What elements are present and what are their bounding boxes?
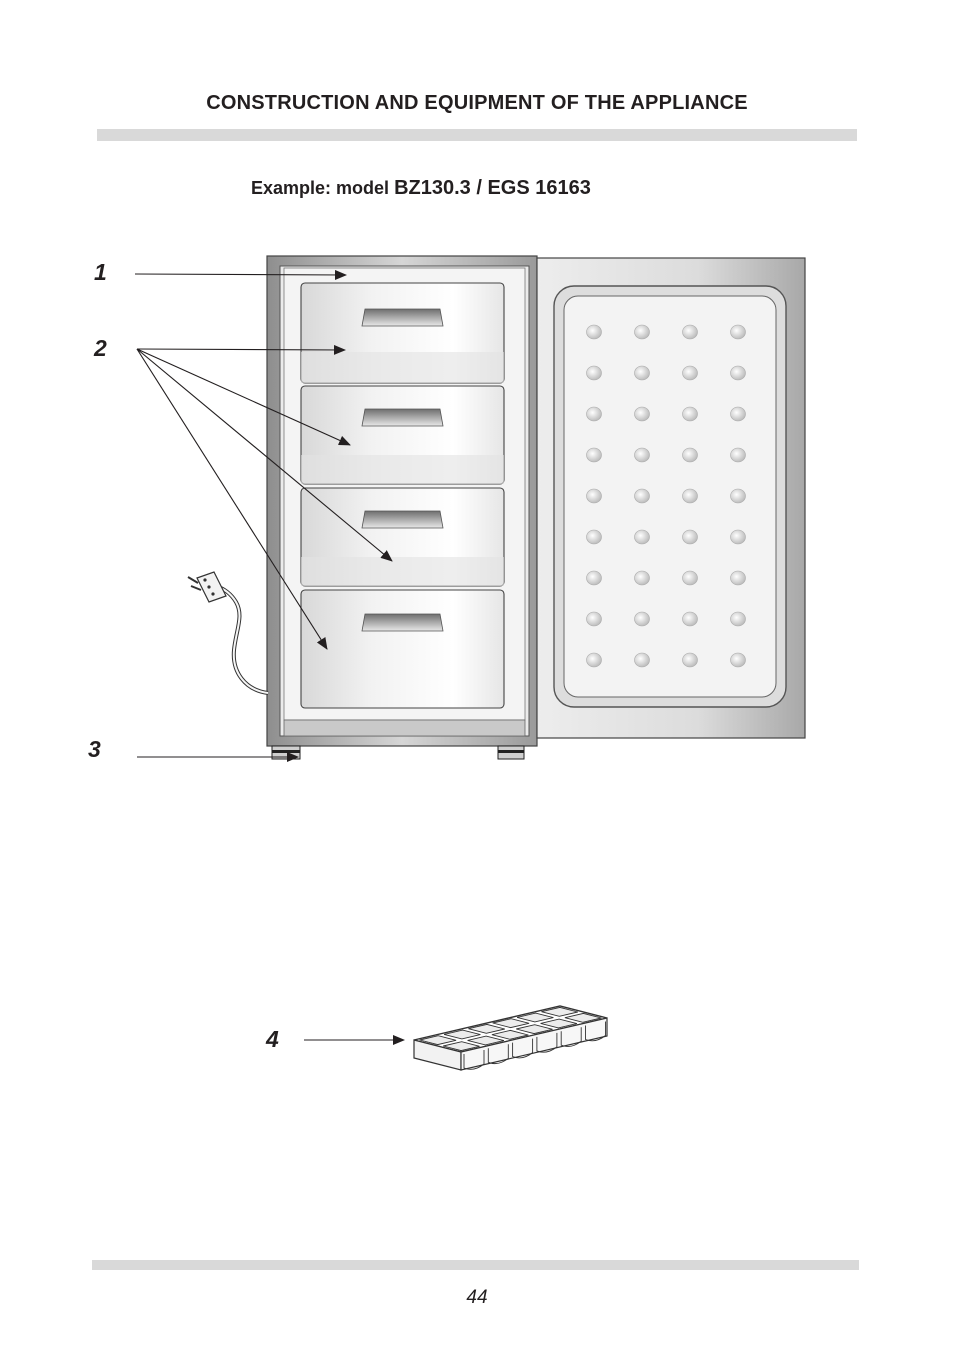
figure-caption: Example: model BZ130.3 / EGS 16163 [251,177,591,200]
door-dimple [586,406,602,422]
tray-cell [564,1012,602,1023]
caption-prefix: Example: model [251,178,390,198]
door-dimple [586,488,602,504]
door-dimple [682,365,698,381]
tray-cell [516,1024,553,1035]
door-dimple [682,406,698,422]
door-dimple [586,447,602,463]
door-dimple [634,488,650,504]
door-dimple [634,406,650,422]
door-dimple [634,529,650,545]
tray-cell-front [585,1021,606,1042]
door-dimple [634,365,650,381]
tray-cell-front [487,1044,509,1065]
door-dimple [682,611,698,627]
tray-cell [467,1035,505,1046]
door-dimple [586,652,602,668]
footer-rule [92,1260,859,1270]
freezer-drawers [300,282,505,709]
door-dimple [634,652,650,668]
tray-cell-front [463,1050,485,1070]
tray-cell [541,1006,578,1017]
tray-cell [491,1029,529,1040]
door-dimple [586,570,602,586]
door-dimple [730,529,746,545]
ice-cube-tray [413,1005,608,1071]
door-dimple [682,652,698,668]
door-dimple [730,406,746,422]
callout-2: 2 [94,335,107,361]
door-dimple [634,611,650,627]
door-dimple [682,324,698,340]
tray-cell [468,1023,505,1034]
page-title: CONSTRUCTION AND EQUIPMENT OF THE APPLIA… [206,92,748,114]
door-dimple [730,611,746,627]
tray-cell-front [536,1032,558,1053]
callout-4: 4 [266,1026,279,1052]
tray-cell [540,1018,578,1029]
power-cord [187,571,269,695]
header-rule [97,129,857,141]
door-dimple [682,570,698,586]
door-dimple [730,570,746,586]
caption-model: BZ130.3 / EGS 16163 [394,177,591,199]
door-dimple [586,529,602,545]
door-dimple [682,447,698,463]
door-dimple [730,365,746,381]
door-dimple [730,652,746,668]
tray-cell [443,1041,480,1052]
door-dimple [634,570,650,586]
callout-arrows [134,269,405,1045]
door-dimple [730,324,746,340]
door-dimple [730,488,746,504]
callout-3: 3 [88,736,101,762]
door-dimple [682,488,698,504]
tray-cell-front [560,1027,582,1047]
tray-cell [492,1018,530,1029]
tray-cells [419,1006,606,1070]
door-dimple [586,365,602,381]
door-dimple [586,611,602,627]
tray-cell [516,1012,554,1023]
door-dimples [586,324,746,668]
door-dimple [634,447,650,463]
door-dimple [586,324,602,340]
adjustable-feet [271,745,525,760]
door-dimple [682,529,698,545]
tray-cell [443,1029,481,1040]
tray-cell-front [512,1038,534,1059]
door-dimple [730,447,746,463]
open-door [536,257,806,739]
page-number: 44 [466,1287,488,1308]
tray-cell [419,1035,457,1046]
callout-1: 1 [94,259,107,285]
door-dimple [634,324,650,340]
